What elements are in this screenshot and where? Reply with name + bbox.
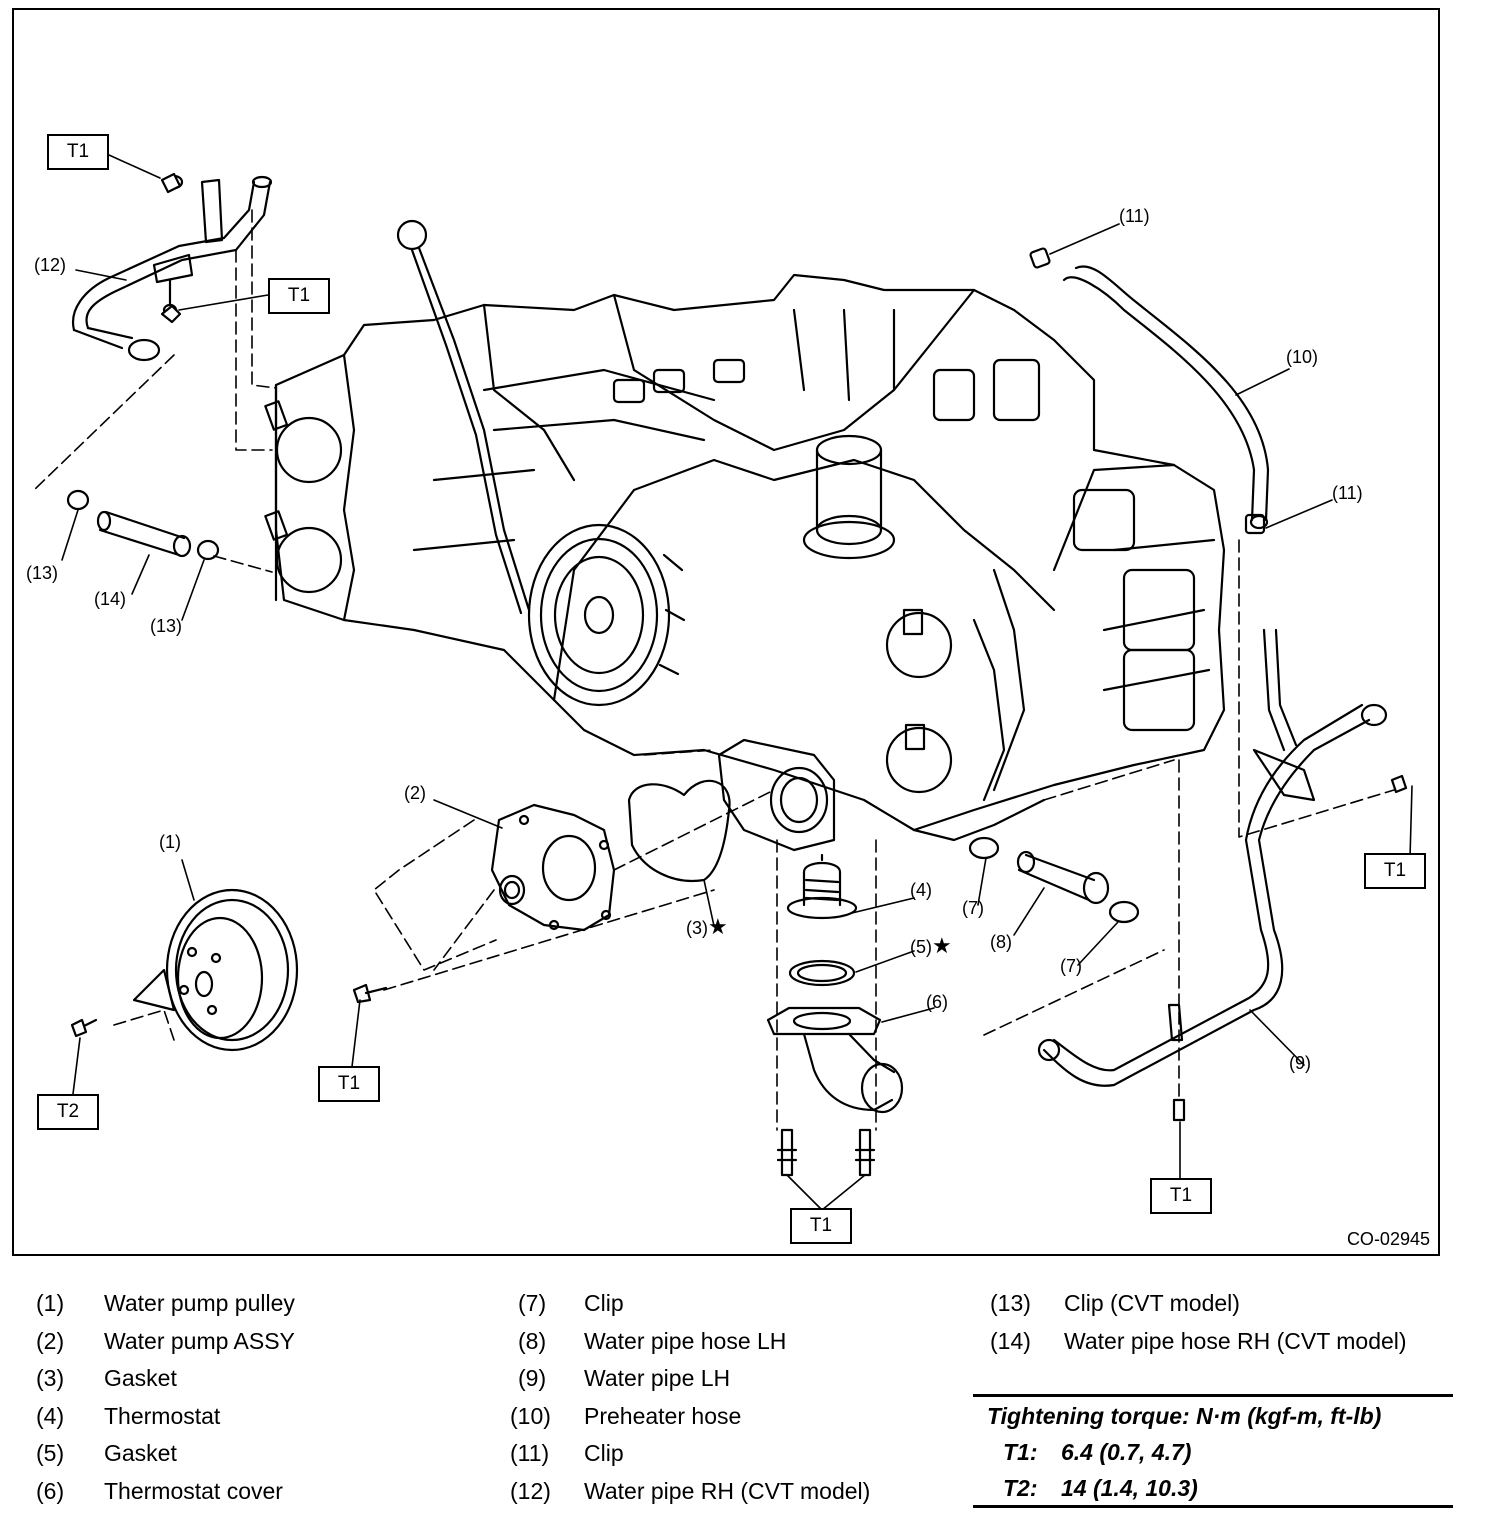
callout-3: (3)★ bbox=[686, 914, 728, 939]
callout-11-right: (11) bbox=[1332, 483, 1363, 503]
water-pump-assy bbox=[490, 803, 616, 932]
torque-table: Tightening torque: N·m (kgf-m, ft-lb) T1… bbox=[973, 1394, 1453, 1508]
legend-column-1: (1)Water pump pulley (2)Water pump ASSY … bbox=[36, 1288, 476, 1514]
legend-item: (5)Gasket bbox=[36, 1440, 177, 1467]
gasket-5 bbox=[788, 959, 856, 987]
engine-block bbox=[274, 273, 1226, 832]
assembly-lines bbox=[33, 209, 1395, 1131]
legend-item: (6)Thermostat cover bbox=[36, 1477, 283, 1504]
engine-drawing bbox=[33, 154, 1413, 1211]
right-cam-covers bbox=[885, 608, 1006, 802]
legend-item: (9)Water pipe LH bbox=[518, 1365, 731, 1392]
callout-1: (1) bbox=[159, 832, 181, 852]
water-pipe-lh bbox=[1037, 628, 1388, 1087]
water-pump-pulley bbox=[132, 888, 299, 1052]
legend-item: (1)Water pump pulley bbox=[36, 1290, 295, 1316]
bolts bbox=[70, 172, 1408, 1177]
legend-item: (8)Water pipe hose LH bbox=[518, 1327, 787, 1354]
legend-item: (3)Gasket bbox=[36, 1365, 177, 1392]
oil-pan-edge bbox=[912, 798, 1046, 842]
torque-box-t2: T2 bbox=[37, 1094, 99, 1130]
callout-12: (12) bbox=[34, 255, 67, 275]
torque-box-t1-water-pump: T1 bbox=[318, 1066, 380, 1102]
callout-13-left: (13) bbox=[26, 563, 59, 583]
legend-item: (10)Preheater hose bbox=[510, 1402, 742, 1429]
preheater-hose bbox=[1029, 247, 1270, 535]
clips-7 bbox=[968, 836, 1140, 924]
torque-row-t1: T1:6.4 (0.7, 4.7) bbox=[1003, 1439, 1192, 1465]
callout-10: (10) bbox=[1286, 347, 1319, 367]
thermostat-cover bbox=[766, 1006, 904, 1114]
figure-code: CO-02945 bbox=[1346, 1229, 1430, 1249]
legend-column-2: (7)Clip (8)Water pipe hose LH (9)Water p… bbox=[510, 1288, 950, 1514]
legend-column-3: (13)Clip (CVT model) (14)Water pipe hose… bbox=[990, 1288, 1470, 1363]
pump-mount bbox=[717, 738, 836, 852]
crank-pulley bbox=[527, 523, 686, 707]
callout-4: (4) bbox=[910, 880, 932, 900]
legend-item: (11)Clip bbox=[510, 1440, 624, 1467]
thermostat bbox=[786, 853, 858, 920]
water-pipe-rh bbox=[71, 174, 273, 362]
exploded-diagram: T1 T1 T1 T1 T1 T1 T2 (1) (2) (3)★ (4) (5… bbox=[12, 8, 1440, 1256]
water-pipe-hose-rh bbox=[66, 489, 220, 561]
callout-6: (6) bbox=[926, 992, 948, 1012]
torque-box-t1-right: T1 bbox=[1364, 853, 1426, 889]
legend-item: (2)Water pump ASSY bbox=[36, 1327, 295, 1354]
callout-14: (14) bbox=[94, 589, 127, 609]
oil-dipstick bbox=[396, 219, 531, 615]
callout-5: (5)★ bbox=[910, 933, 952, 958]
water-pipe-hose-lh bbox=[1016, 850, 1110, 905]
oil-filter bbox=[802, 434, 896, 560]
torque-box-t1-pipe-lh: T1 bbox=[1150, 1178, 1212, 1214]
torque-row-t2: T2:14 (1.4, 10.3) bbox=[1003, 1475, 1198, 1501]
torque-box-t1-top-left: T1 bbox=[47, 134, 109, 170]
legend-item: (13)Clip (CVT model) bbox=[990, 1290, 1240, 1316]
callout-8: (8) bbox=[990, 932, 1012, 952]
cam-covers bbox=[264, 383, 343, 602]
callout-7-b: (7) bbox=[1060, 956, 1082, 976]
legend-item: (4)Thermostat bbox=[36, 1402, 221, 1429]
legend-item: (7)Clip bbox=[518, 1290, 624, 1316]
callout-9: (9) bbox=[1289, 1053, 1311, 1073]
callout-13-right: (13) bbox=[150, 616, 183, 636]
callout-2: (2) bbox=[404, 783, 426, 803]
callout-11-top: (11) bbox=[1119, 206, 1150, 226]
torque-box-t1-pipe-rh: T1 bbox=[268, 278, 330, 314]
legend-item: (12)Water pipe RH (CVT model) bbox=[510, 1477, 871, 1504]
gasket-3 bbox=[627, 779, 731, 883]
torque-title: Tightening torque: N·m (kgf-m, ft-lb) bbox=[987, 1403, 1382, 1429]
legend-item: (14)Water pipe hose RH (CVT model) bbox=[990, 1327, 1407, 1354]
torque-box-t1-thermostat: T1 bbox=[790, 1208, 852, 1244]
leader-lines bbox=[61, 154, 1413, 1211]
callout-7-a: (7) bbox=[962, 898, 984, 918]
